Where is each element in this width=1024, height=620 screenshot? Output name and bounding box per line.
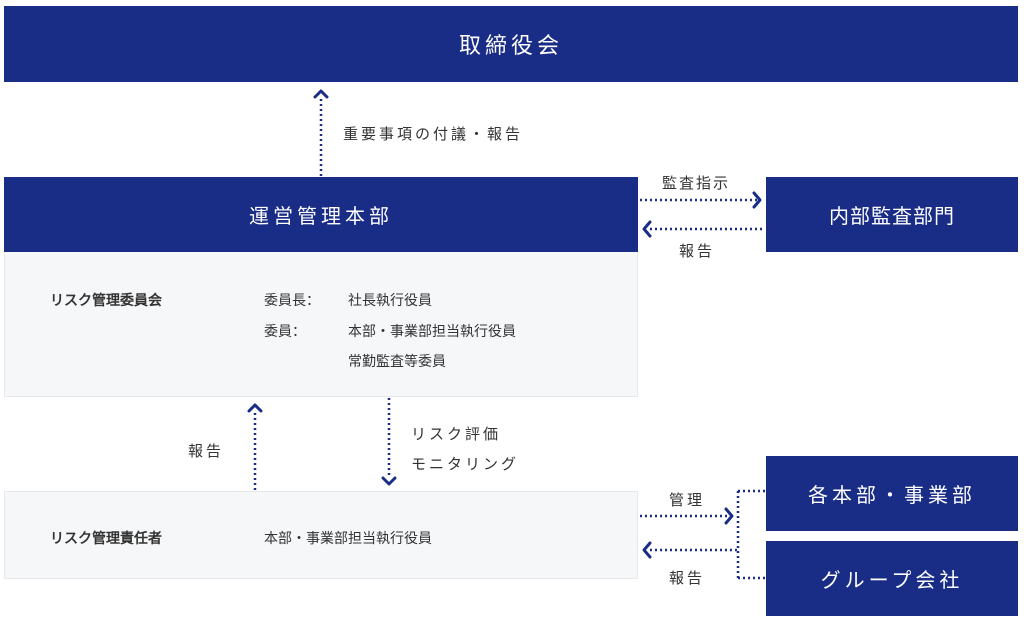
group-companies-label: グループ会社: [820, 568, 964, 592]
management-hq-box: 運営管理本部: [4, 177, 638, 252]
risk-committee-name: リスク管理委員会: [50, 293, 162, 309]
internal-audit-box: 内部監査部門: [766, 177, 1018, 252]
internal-audit-label: 内部監査部門: [829, 204, 955, 228]
committee-member-label: 委員：: [264, 324, 306, 340]
to-board-label: 重要事項の付議・報告: [343, 125, 524, 143]
manage-label: 管理: [669, 491, 706, 509]
committee-member-value-1: 本部・事業部担当執行役員: [348, 324, 516, 340]
manage-arrowhead: [724, 507, 734, 525]
risk-officer-panel: [4, 491, 638, 579]
board-label: 取締役会: [458, 34, 563, 59]
division-report-arrowhead: [642, 541, 652, 559]
committee-member-value-2: 常勤監査等委員: [348, 354, 446, 370]
risk-committee-panel: [4, 252, 638, 397]
risk-eval-label-1: リスク評価: [411, 425, 502, 443]
committee-chair-value: 社長執行役員: [348, 293, 432, 309]
to-board-arrowhead: [313, 89, 329, 99]
risk-officer-value: 本部・事業部担当執行役員: [264, 531, 432, 547]
officer-report-label: 報告: [188, 442, 225, 460]
divisions-label: 各本部・事業部: [808, 483, 976, 507]
audit-instruction-label: 監査指示: [662, 174, 731, 192]
risk-eval-label-2: モニタリング: [411, 455, 520, 473]
risk-officer-name: リスク管理責任者: [50, 531, 162, 547]
board-box: 取締役会: [4, 6, 1018, 82]
audit-report-label: 報告: [679, 242, 716, 260]
audit-report-arrowhead: [642, 220, 652, 238]
management-hq-label: 運営管理本部: [249, 204, 393, 228]
division-report-label: 報告: [669, 569, 706, 587]
officer-report-arrowhead: [247, 403, 263, 413]
group-companies-box: グループ会社: [766, 541, 1018, 616]
committee-chair-label: 委員長：: [264, 293, 320, 309]
audit-instruction-arrowhead: [752, 191, 762, 209]
divisions-box: 各本部・事業部: [766, 456, 1018, 531]
risk-eval-arrowhead: [381, 476, 397, 486]
